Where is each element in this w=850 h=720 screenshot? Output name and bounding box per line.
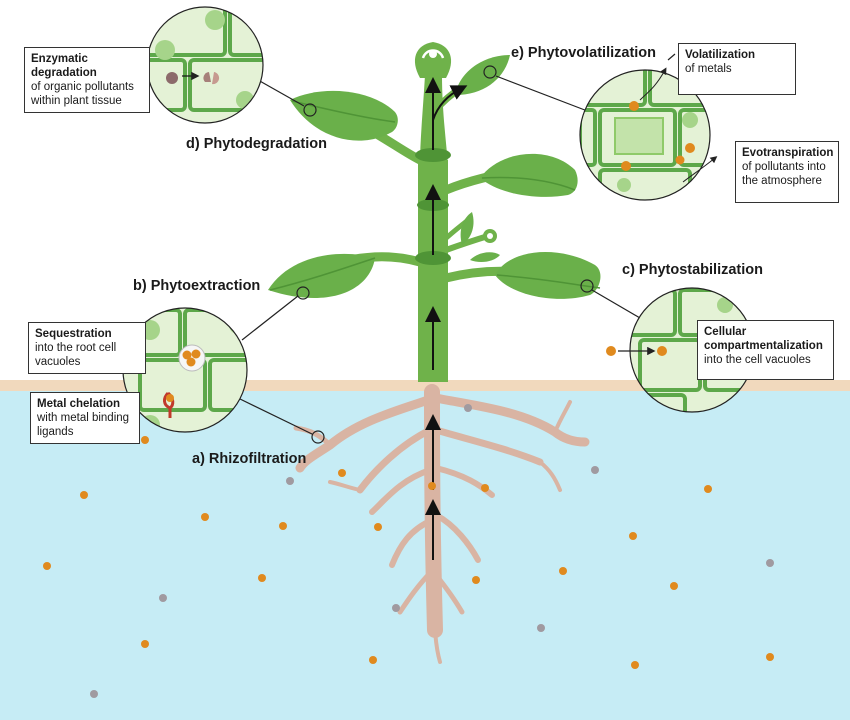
- zoom-markers: [296, 65, 594, 444]
- callout-title: Sequestration: [35, 328, 112, 340]
- leaf-lower-right: [495, 252, 601, 299]
- callout-title: Metal chelation: [37, 398, 121, 410]
- callout-text: with metal binding ligands: [37, 412, 130, 438]
- zoom-leader-lines: [237, 75, 641, 435]
- callout-cellular-compartmentalization: Cellular compartmentalization into the c…: [697, 320, 834, 380]
- callout-evotranspiration: Evotranspiration of pollutants into the …: [735, 141, 839, 203]
- label-phytostabilization: c) Phytostabilization: [622, 262, 763, 278]
- callout-volatilization: Volatilization of metals: [678, 43, 796, 95]
- label-phytodegradation: d) Phytodegradation: [186, 136, 327, 152]
- leaf-top-right: [455, 55, 510, 95]
- callout-enzymatic-degradation: Enzymatic degradation of organic polluta…: [24, 47, 150, 113]
- leaf-middle-right: [480, 153, 578, 197]
- root-system: [293, 384, 590, 664]
- metal-particles: [43, 404, 774, 698]
- callout-text: of pollutants into the atmosphere: [742, 161, 826, 187]
- callout-text: into the root cell vacuoles: [35, 342, 117, 368]
- leaf-small: [460, 212, 474, 245]
- leaf-upper-left: [290, 90, 398, 141]
- soil-band: [0, 380, 850, 391]
- zoom-circle-phytoextraction: [122, 307, 248, 433]
- callout-title: Evotranspiration: [742, 147, 834, 159]
- zoom-circle-phytovolatilization: [579, 53, 718, 201]
- stem-transport-arrows: [425, 77, 468, 370]
- plant-leaves: [268, 55, 601, 299]
- callout-title: Enzymatic degradation: [31, 53, 97, 79]
- callout-text: of metals: [685, 63, 732, 75]
- callout-text: into the cell vacuoles: [704, 354, 811, 366]
- callout-title: Volatilization: [685, 49, 756, 61]
- label-phytoextraction: b) Phytoextraction: [133, 278, 261, 294]
- callout-sequestration: Sequestration into the root cell vacuole…: [28, 322, 146, 374]
- label-phytovolatilization: e) Phytovolatilization: [511, 45, 657, 61]
- callout-text: of organic pollutants within plant tissu…: [31, 81, 134, 107]
- callout-title: Cellular compartmentalization: [704, 326, 823, 352]
- callout-metal-chelation: Metal chelation with metal binding ligan…: [30, 392, 140, 444]
- zoom-circle-phytodegradation: [146, 6, 264, 124]
- label-rhizofiltration: a) Rhizofiltration: [192, 451, 307, 467]
